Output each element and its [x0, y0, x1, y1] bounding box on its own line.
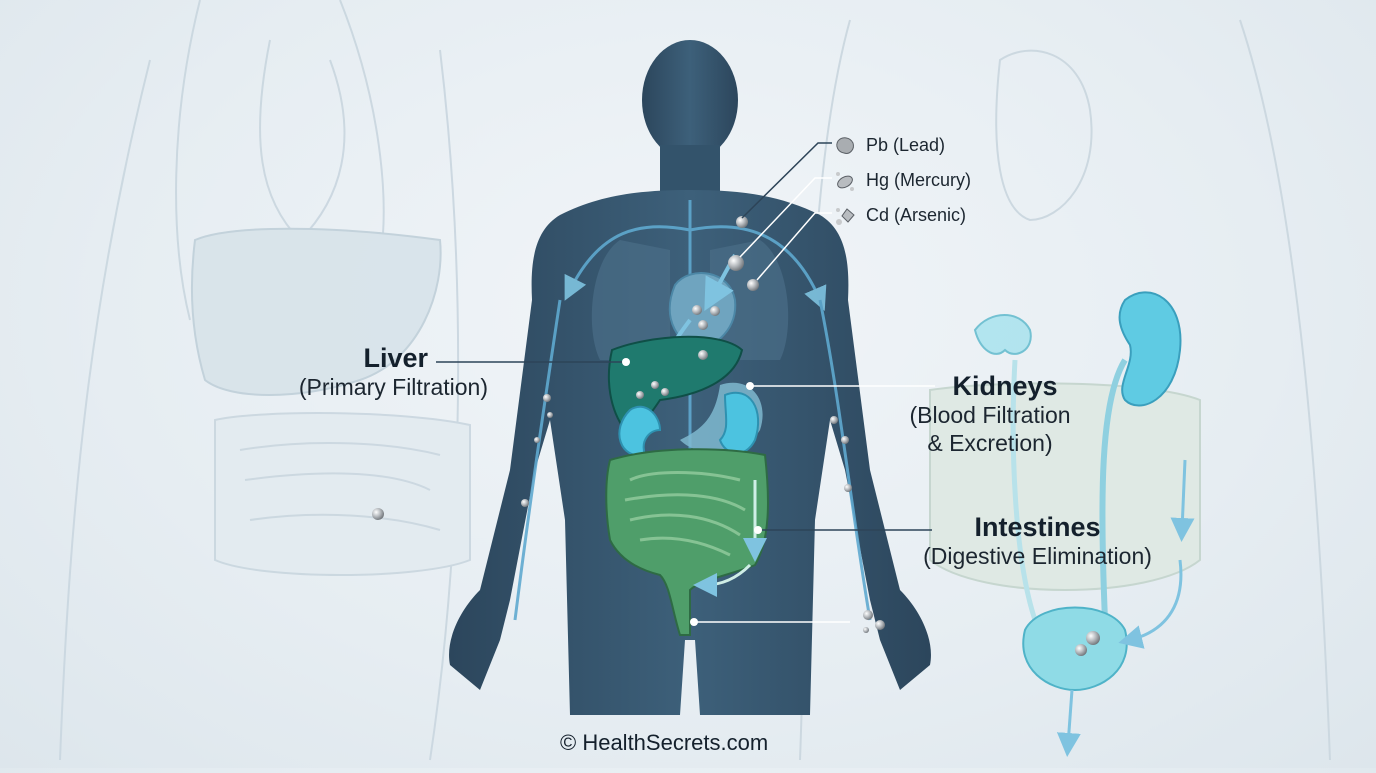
metal-particles-icon: [836, 207, 855, 225]
intestines-subtitle: (Digestive Elimination): [923, 543, 1152, 569]
heavy-metals-legend: Pb (Lead) Hg (Mercury) Cd (Arsenic): [834, 128, 971, 233]
legend-item-arsenic: Cd (Arsenic): [834, 198, 971, 233]
right-urinary-system: [973, 291, 1195, 757]
left-kidney: [618, 405, 662, 457]
liver-label: Liver (Primary Filtration): [266, 343, 488, 401]
kidneys-label: Kidneys (Blood Filtration & Excretion): [892, 371, 1088, 457]
liver-title: Liver: [363, 343, 428, 373]
legend-item-mercury: Hg (Mercury): [834, 163, 971, 198]
metal-nugget-icon: [836, 136, 854, 154]
intestines-label: Intestines (Digestive Elimination): [900, 512, 1175, 570]
legend-label: Pb (Lead): [866, 135, 946, 155]
copyright-footer: © HealthSecrets.com: [560, 730, 769, 755]
legend-label: Hg (Mercury): [866, 170, 972, 190]
metal-droplets-icon: [836, 171, 854, 191]
legend-label: Cd (Arsenic): [866, 205, 967, 225]
legend-item-lead: Pb (Lead): [834, 128, 971, 163]
kidneys-subtitle-line2: & Excretion): [927, 430, 1053, 456]
kidneys-subtitle-line1: (Blood Filtration: [909, 402, 1071, 428]
kidneys-title: Kidneys: [952, 371, 1058, 401]
background-anatomy-left: [59, 0, 471, 761]
liver-subtitle: (Primary Filtration): [298, 374, 488, 400]
intestines-title: Intestines: [974, 512, 1101, 542]
right-kidney: [718, 391, 760, 455]
metal-particles: [372, 216, 885, 633]
leader-lines: [436, 142, 935, 626]
